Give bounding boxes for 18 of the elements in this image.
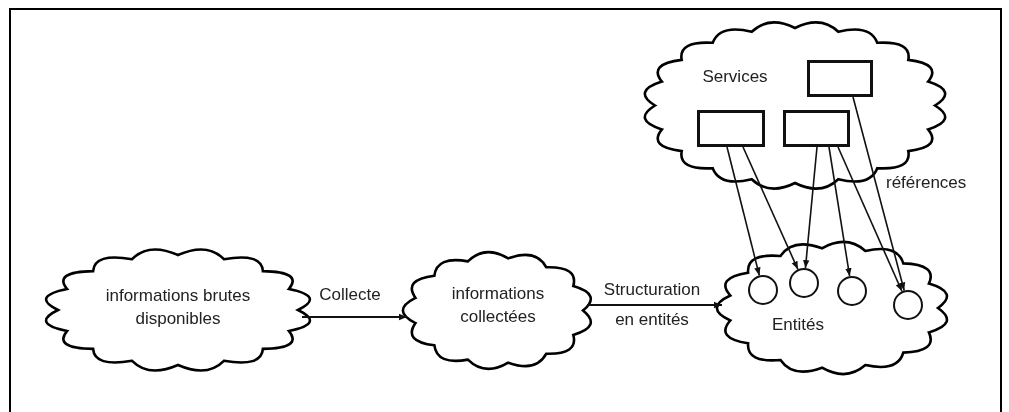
annotation-label: références: [886, 173, 967, 193]
arrow: [742, 146, 799, 271]
arrow: [828, 146, 852, 277]
edge-label: Collecte: [318, 284, 382, 306]
arrow: [586, 301, 723, 309]
arrow: [852, 96, 906, 292]
arrow: [726, 146, 761, 277]
arrow: [803, 146, 818, 269]
service-box: [783, 110, 850, 147]
arrow: [837, 146, 903, 293]
edge-label: Structuration en entités: [602, 279, 702, 331]
cloud-text: Entités: [771, 314, 825, 336]
cloud-text: Services: [701, 66, 769, 88]
service-box: [807, 60, 873, 97]
cloud-text: informations collectées: [450, 283, 546, 328]
cloud-text: informations brutes disponibles: [104, 285, 252, 330]
service-box: [697, 110, 765, 147]
arrow: [301, 313, 408, 321]
